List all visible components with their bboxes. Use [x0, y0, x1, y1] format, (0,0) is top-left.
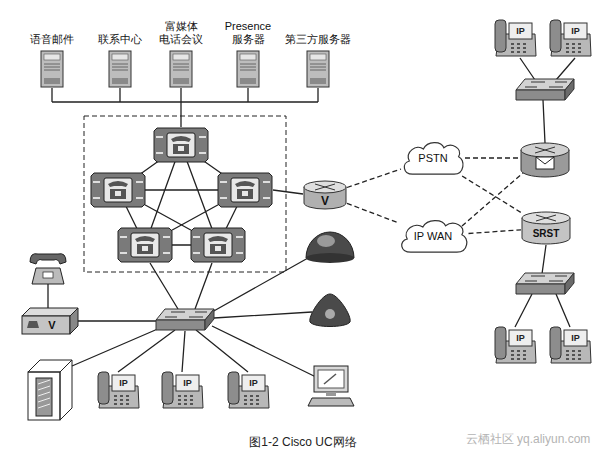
router-arrows [315, 184, 335, 190]
cloud-label: PSTN [418, 152, 447, 165]
server-icon [306, 50, 330, 88]
router-node: SRST [521, 211, 571, 245]
wan-link [347, 169, 401, 188]
server-label: Presence 服务器 [220, 20, 276, 46]
server-icon [169, 50, 193, 88]
phone-badge: IP [119, 378, 128, 388]
server-label: 联系中心 [98, 33, 142, 46]
gateway-badge: V [48, 319, 55, 332]
server-label: 第三方服务器 [285, 33, 351, 46]
server-icon [237, 51, 259, 87]
cloud-outline [401, 221, 466, 253]
server-icon [40, 50, 64, 88]
wan-link [347, 203, 398, 222]
ip-phone [495, 327, 536, 363]
analog-phone [30, 254, 66, 284]
server-icon [307, 51, 329, 87]
ip-phone [550, 327, 591, 363]
wan-link [462, 176, 521, 213]
cloud-outline [404, 143, 463, 175]
router-icon [521, 143, 569, 177]
ip-phone [228, 372, 269, 408]
router-node: V [303, 180, 347, 210]
server-icon [41, 51, 63, 87]
pc-workstation [308, 366, 354, 406]
server-node: 语音邮件 [30, 33, 74, 88]
router-label: SRST [533, 228, 560, 240]
ip-phone [550, 20, 591, 56]
call-manager [91, 173, 145, 207]
network-cloud: IP WAN [398, 218, 469, 254]
phone-badge: IP [516, 333, 525, 343]
server-icon [109, 51, 131, 87]
branch-wire [515, 58, 575, 327]
server-icon [170, 51, 192, 87]
ip-phone [98, 372, 139, 408]
watermark: 云栖社区 yq.aliyun.com [466, 433, 591, 447]
cluster-uplink [150, 190, 303, 309]
phone-badge: IP [571, 26, 580, 36]
server-label: 语音邮件 [30, 33, 74, 46]
ip-phone [162, 372, 203, 408]
wan-link [469, 230, 522, 234]
conference-phone [310, 294, 350, 327]
switch-icon [516, 273, 574, 294]
switch-icon [156, 309, 214, 330]
server-node: 富媒体 电话会议 [156, 20, 206, 88]
router-label: V [321, 194, 329, 208]
call-manager [118, 228, 172, 262]
server-node: Presence 服务器 [220, 20, 276, 88]
call-manager [154, 128, 208, 162]
cloud-label: IP WAN [414, 230, 453, 243]
video-endpoint [306, 232, 354, 263]
phone-badge: IP [571, 333, 580, 343]
soft-switch-cabinet [28, 360, 72, 420]
phone-badge: IP [516, 26, 525, 36]
call-manager [191, 228, 245, 262]
router-top [522, 212, 570, 224]
network-cloud: PSTN [401, 140, 465, 176]
call-manager [218, 173, 272, 207]
server-bus [52, 88, 318, 127]
server-node: 第三方服务器 [285, 33, 351, 88]
server-label: 富媒体 电话会议 [156, 20, 206, 46]
server-node: 联系中心 [98, 33, 142, 88]
server-icon [108, 50, 132, 88]
switch-icon [516, 79, 574, 100]
ip-phone [495, 20, 536, 56]
figure-caption: 图1-2 Cisco UC网络 [249, 436, 356, 450]
access-wire [48, 258, 318, 378]
wan-link [462, 158, 524, 226]
router-arrows [536, 215, 556, 221]
voicemail-envelope [536, 157, 554, 169]
router-top [304, 181, 346, 193]
phone-badge: IP [249, 378, 258, 388]
cluster-boundary [84, 116, 286, 272]
voice-gateway [22, 308, 78, 334]
phone-badge: IP [183, 378, 192, 388]
server-icon [236, 50, 260, 88]
